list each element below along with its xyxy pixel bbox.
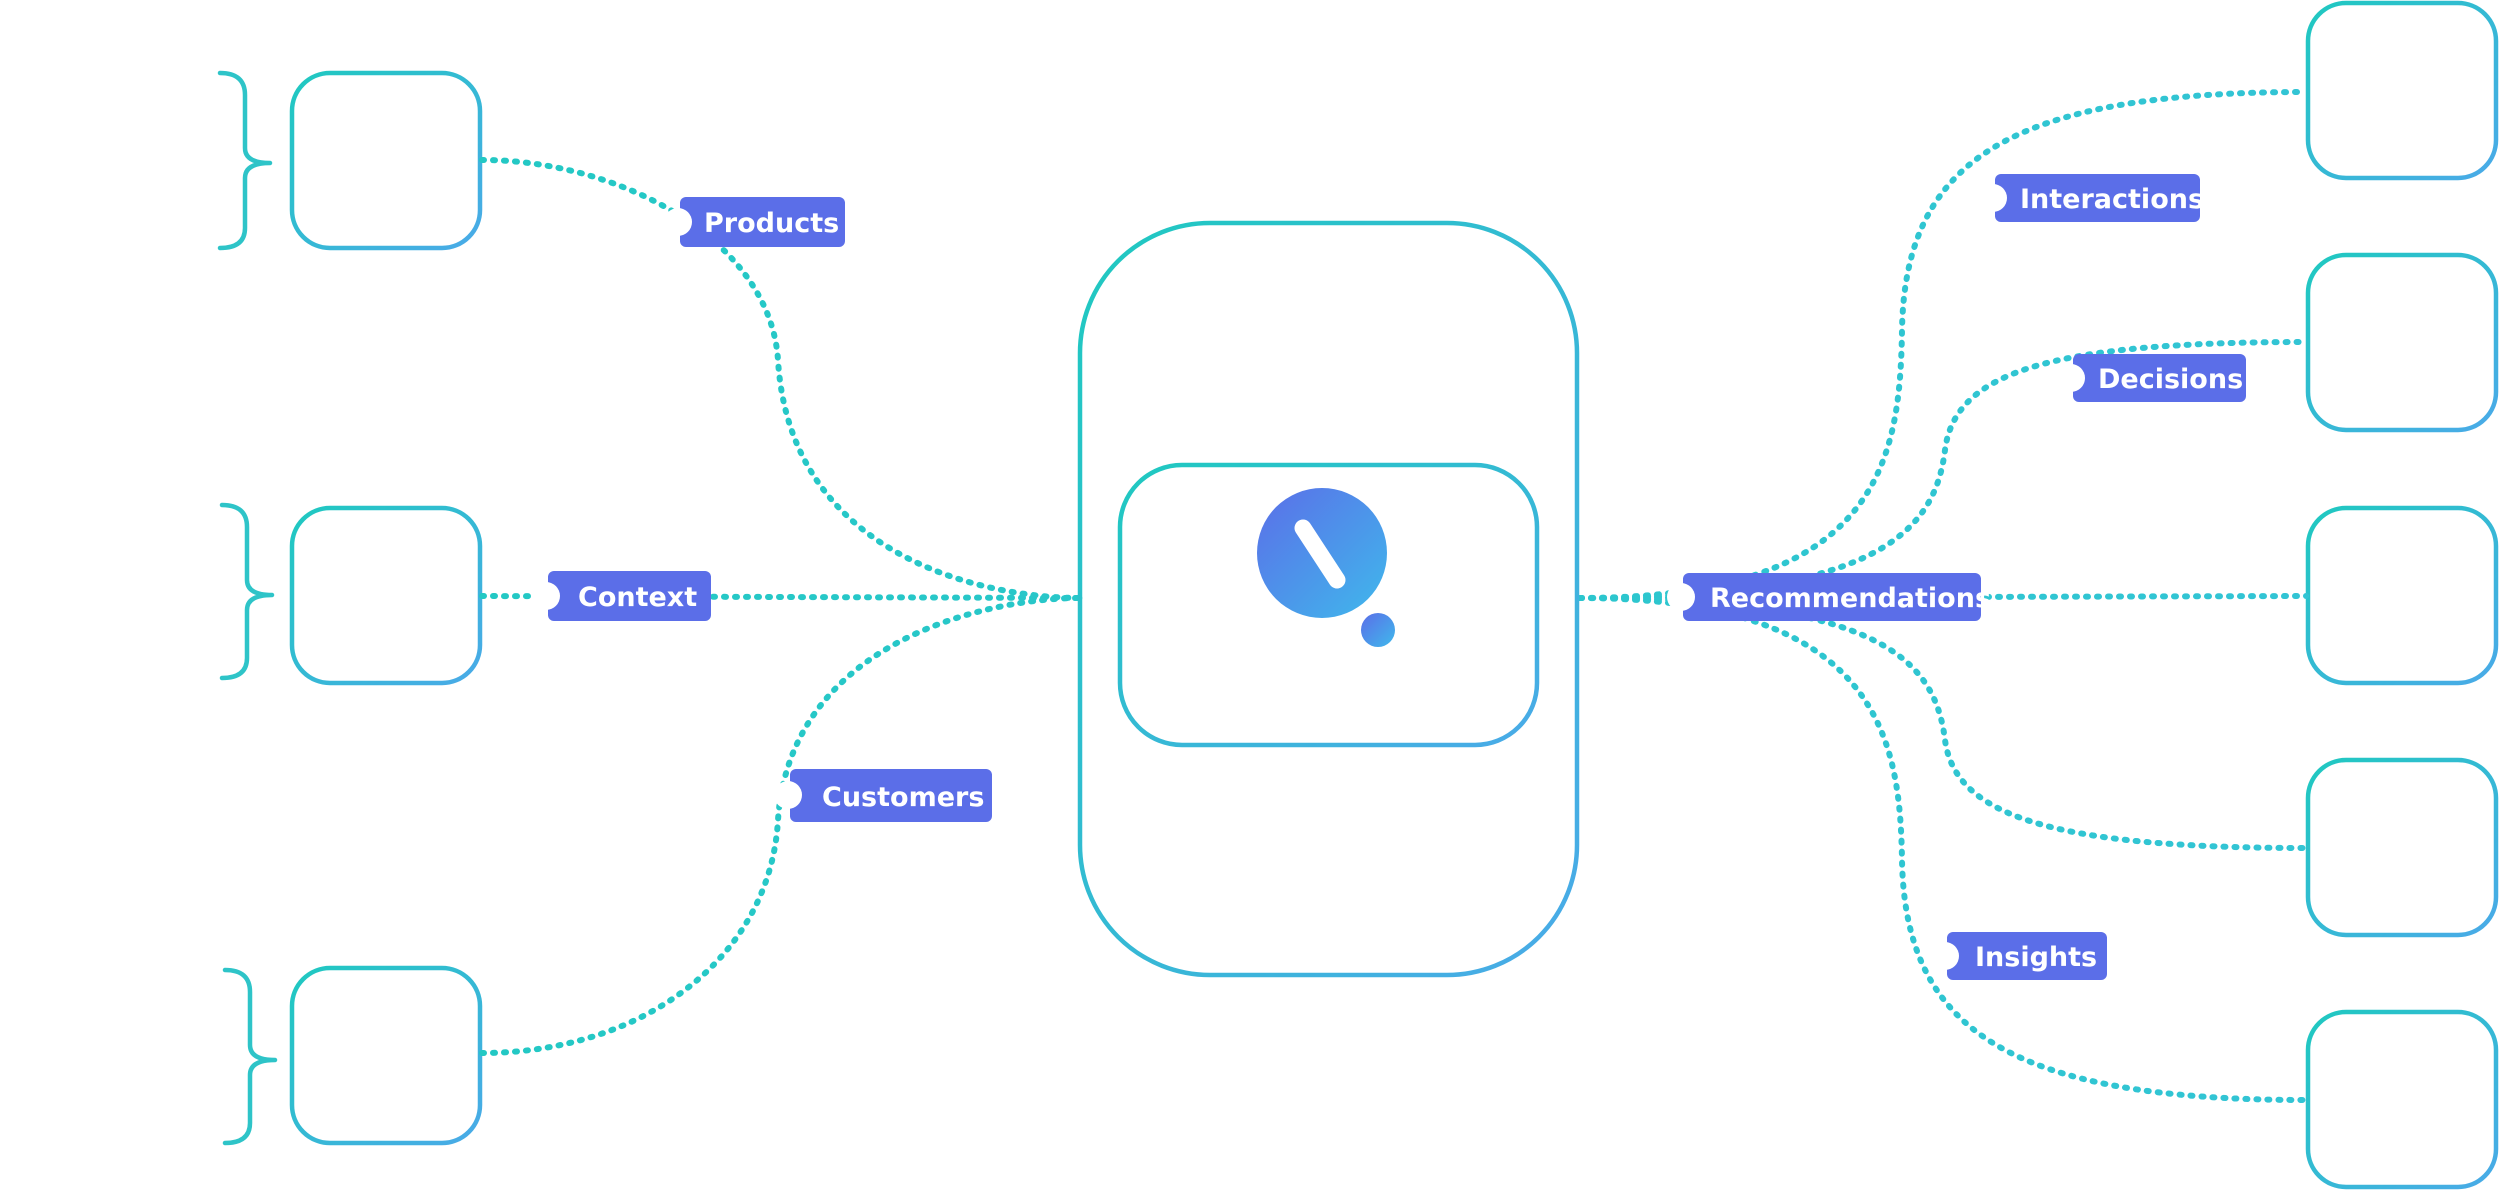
label-products: Products <box>664 197 845 247</box>
connector-outbound-4 <box>1577 595 2309 851</box>
brace-middle <box>219 502 275 681</box>
connector-decisions <box>1577 339 2309 601</box>
label-insights-text: Insights <box>1975 942 2097 973</box>
source-box-bottom <box>289 965 483 1146</box>
label-context: Context <box>532 571 711 621</box>
connector-products <box>479 157 1083 601</box>
target-box-5 <box>2305 1009 2499 1190</box>
label-decisions: Decisions <box>2057 354 2246 402</box>
central-hub <box>1077 220 1580 978</box>
engine-panel <box>1117 462 1540 748</box>
target-box-1 <box>2305 0 2499 181</box>
label-interactions: Interactions <box>1979 174 2204 222</box>
target-box-3 <box>2305 505 2499 686</box>
label-recommendations-text: Recommendations <box>1710 583 1991 614</box>
target-box-2 <box>2305 252 2499 433</box>
connector-insights <box>1577 595 2309 1103</box>
label-products-text: Products <box>704 208 839 239</box>
target-box-4 <box>2305 757 2499 938</box>
brace-top <box>217 70 273 251</box>
label-recommendations: Recommendations <box>1667 573 1991 621</box>
exclamation-logo-icon <box>1257 488 1395 647</box>
brace-bottom <box>222 967 278 1146</box>
label-customers-text: Customers <box>822 782 984 813</box>
label-context-text: Context <box>578 582 697 613</box>
label-insights: Insights <box>1931 932 2107 980</box>
connector-interactions <box>1577 89 2309 601</box>
connector-customers <box>479 595 1083 1056</box>
source-box-top <box>289 70 483 251</box>
label-interactions-text: Interactions <box>2020 184 2204 215</box>
label-customers: Customers <box>774 769 992 822</box>
source-box-middle <box>289 505 483 686</box>
label-decisions-text: Decisions <box>2098 364 2243 395</box>
